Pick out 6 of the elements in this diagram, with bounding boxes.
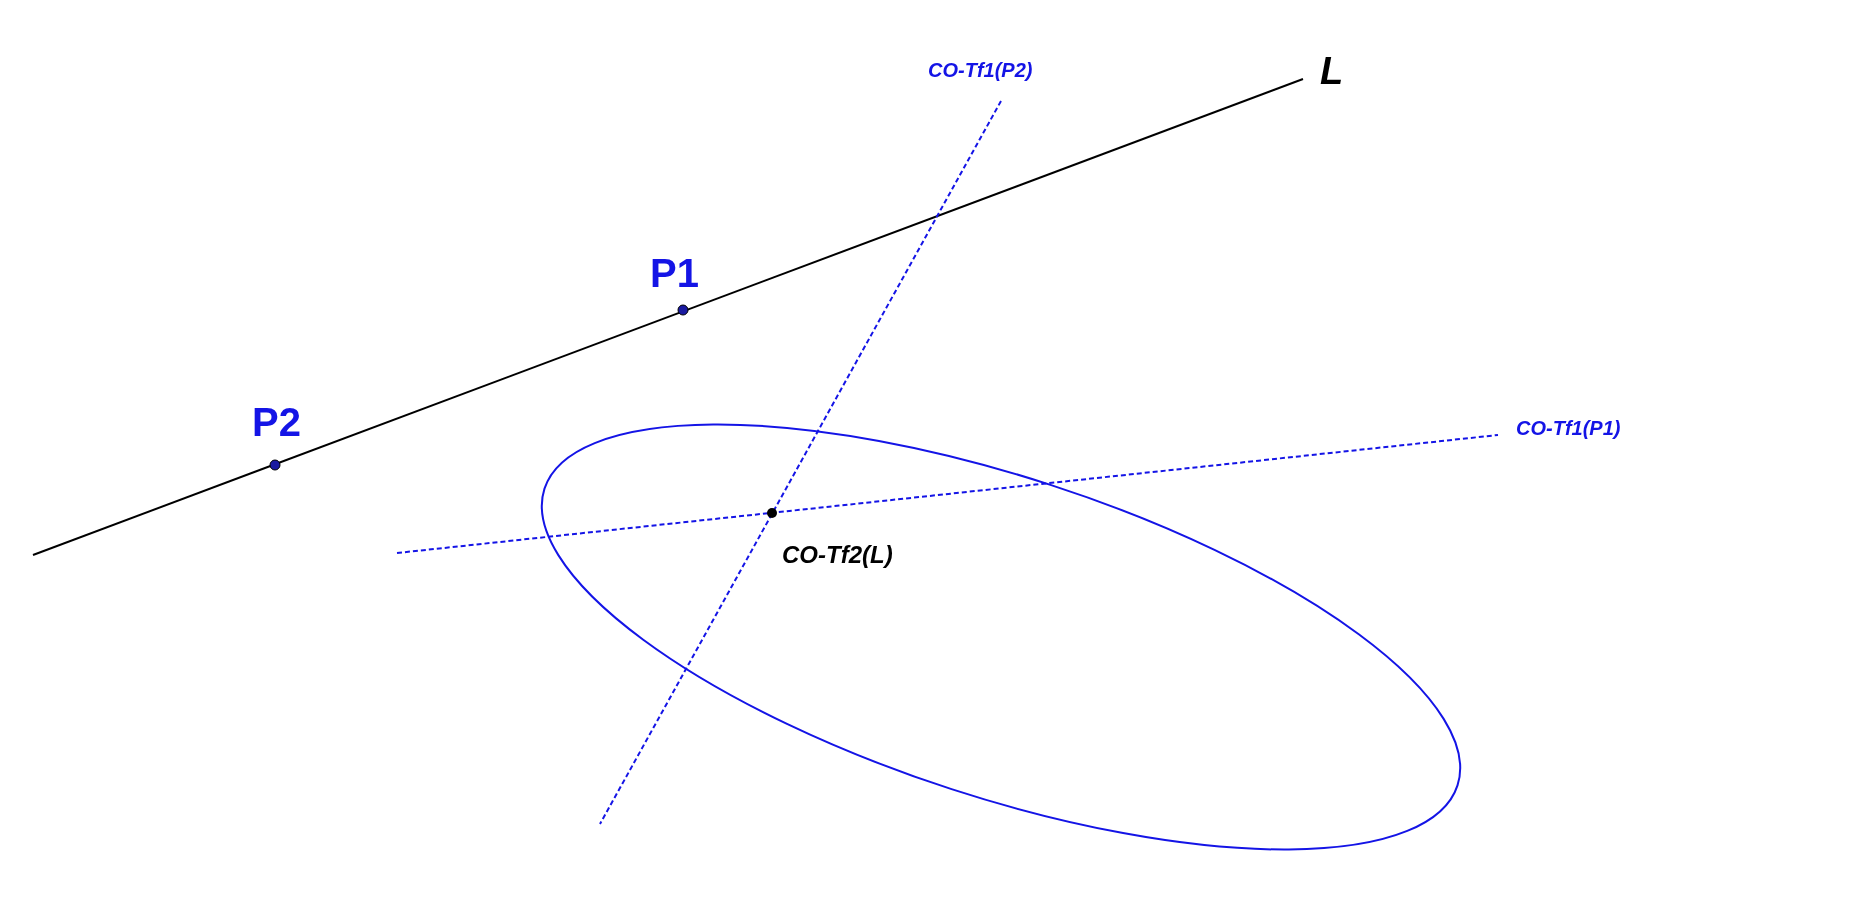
line-label: CO-Tf1(P2) (928, 60, 1033, 80)
point-label: CO-Tf2(L) (782, 543, 893, 567)
point-label: P1 (650, 253, 699, 293)
line-label: CO-Tf1(P1) (1516, 418, 1621, 438)
line-label: L (1320, 52, 1344, 90)
point-label: P2 (252, 402, 301, 442)
